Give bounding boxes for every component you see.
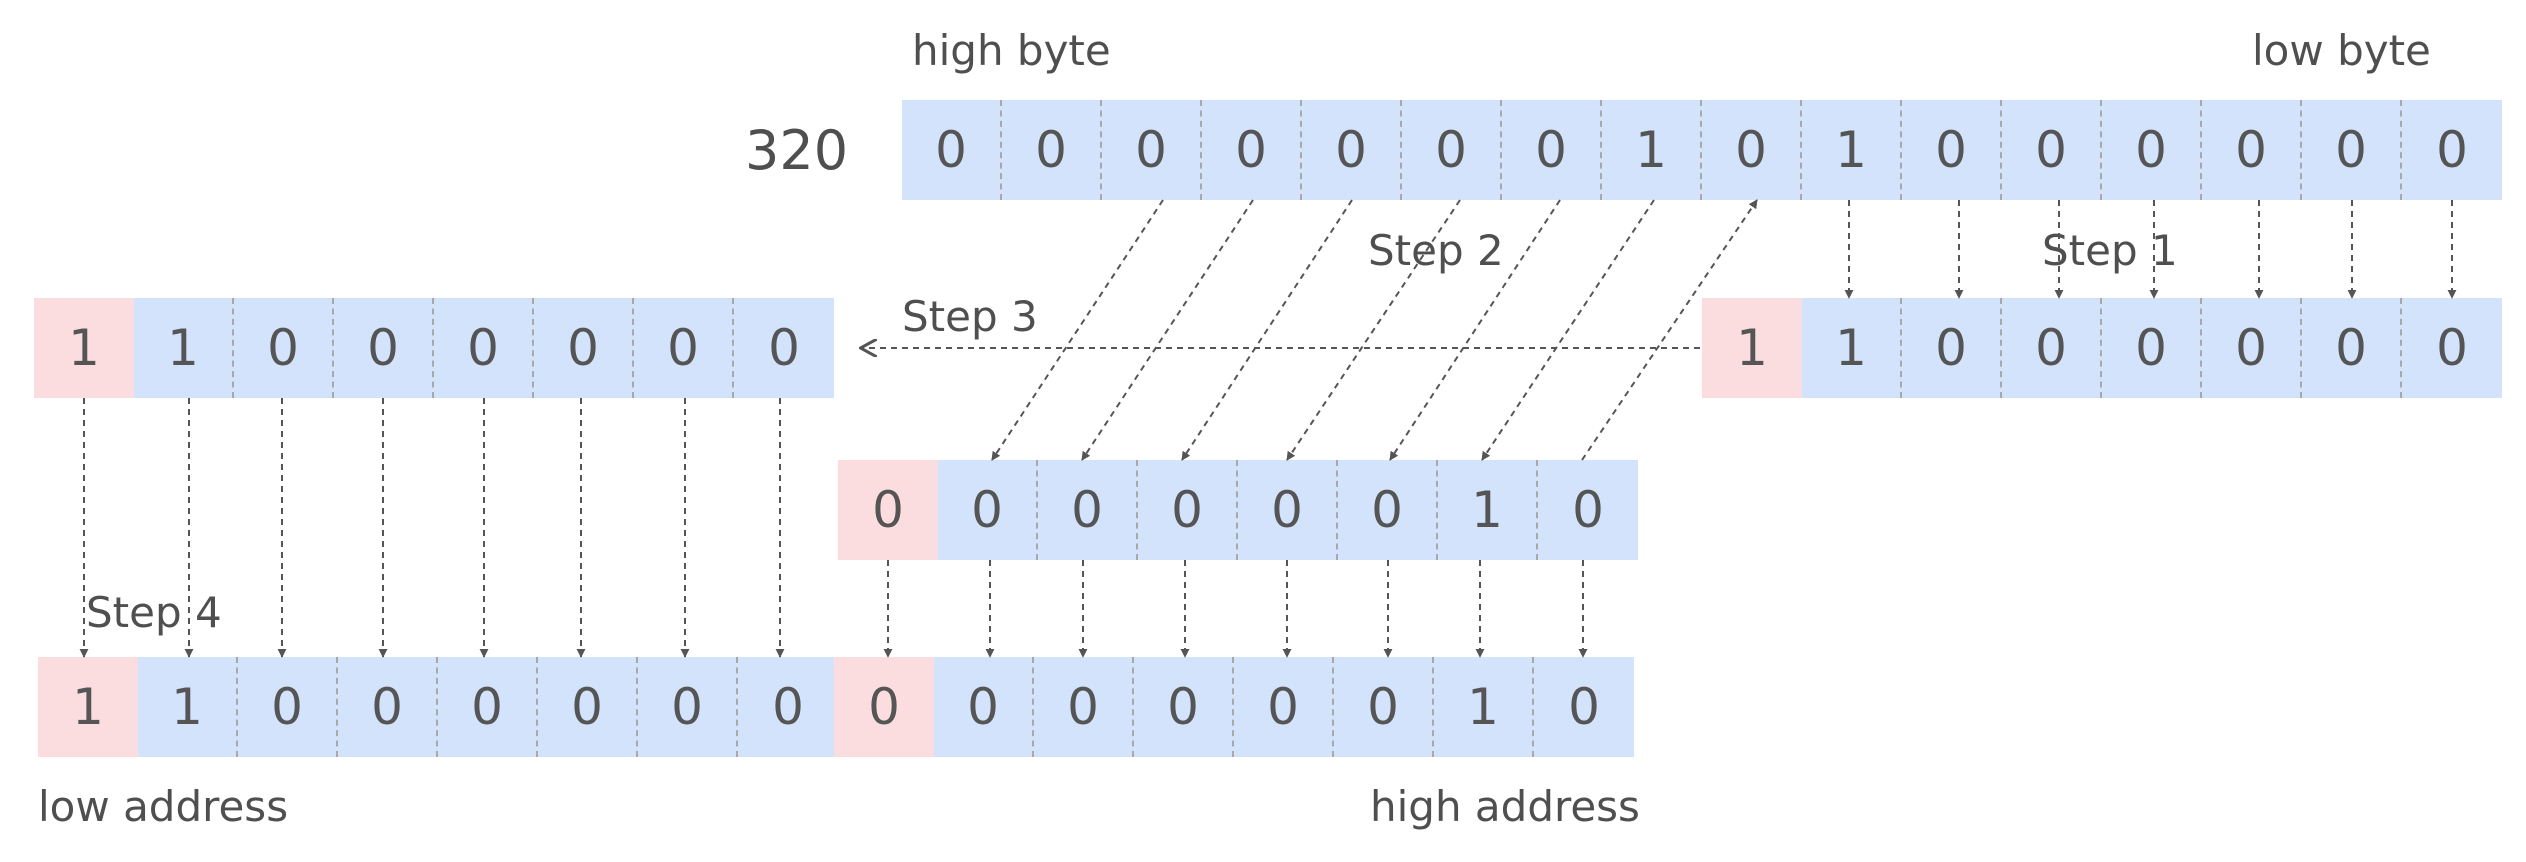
bit-cell: 0 xyxy=(1238,460,1338,560)
bit-cell: 1 xyxy=(1434,657,1534,757)
bit-cell: 0 xyxy=(1702,100,1802,200)
bit-cell: 0 xyxy=(1902,298,2002,398)
dashed-arrow xyxy=(991,199,1164,461)
bit-cell: 0 xyxy=(1402,100,1502,200)
low-address-label: low address xyxy=(38,782,289,831)
dashed-arrow xyxy=(1581,199,1758,461)
bit-cell: 0 xyxy=(934,657,1034,757)
bit-cell: 0 xyxy=(2102,100,2202,200)
bit-cell: 0 xyxy=(338,657,438,757)
step1-label: Step 1 xyxy=(2042,226,2178,275)
bit-cell: 0 xyxy=(1902,100,2002,200)
step3-label: Step 3 xyxy=(902,292,1038,341)
bit-cell: 1 xyxy=(1438,460,1538,560)
bit-cell: 0 xyxy=(1538,460,1638,560)
bit-cell: 1 xyxy=(134,298,234,398)
bit-cell: 0 xyxy=(1302,100,1402,200)
bit-cell: 0 xyxy=(238,657,338,757)
bit-cell: 0 xyxy=(834,657,934,757)
bit-cell: 0 xyxy=(838,460,938,560)
dashed-arrow xyxy=(1481,199,1655,461)
bit-cell: 0 xyxy=(2302,298,2402,398)
bit-cell: 0 xyxy=(1338,460,1438,560)
bit-cell: 0 xyxy=(2202,298,2302,398)
bit-cell: 1 xyxy=(1602,100,1702,200)
bit-cell: 0 xyxy=(2002,100,2102,200)
number-label: 320 xyxy=(745,119,849,182)
arrow-group xyxy=(79,199,2457,658)
bit-cell: 0 xyxy=(534,298,634,398)
bit-cell: 0 xyxy=(938,460,1038,560)
bit-cell: 1 xyxy=(1702,298,1802,398)
bit-cell: 0 xyxy=(1102,100,1202,200)
dashed-arrow xyxy=(1389,199,1561,461)
bit-cell: 0 xyxy=(1134,657,1234,757)
bit-cell: 1 xyxy=(38,657,138,757)
bit-cell: 1 xyxy=(34,298,134,398)
bit-cell: 1 xyxy=(1802,298,1902,398)
bit-cell: 0 xyxy=(334,298,434,398)
bit-cell: 0 xyxy=(1038,460,1138,560)
high-byte-label: high byte xyxy=(912,26,1111,75)
bit-cell: 0 xyxy=(638,657,738,757)
high-address-label: high address xyxy=(1370,782,1640,831)
bit-cell: 0 xyxy=(2402,100,2502,200)
dashed-arrow xyxy=(1181,199,1353,461)
bit-cell: 0 xyxy=(902,100,1002,200)
bit-cell: 0 xyxy=(1502,100,1602,200)
bit-cell: 0 xyxy=(738,657,838,757)
dashed-arrow xyxy=(1286,199,1461,461)
bit-cell: 0 xyxy=(634,298,734,398)
bit-cell: 0 xyxy=(1534,657,1634,757)
bit-cell: 0 xyxy=(1138,460,1238,560)
bit-cell: 0 xyxy=(1334,657,1434,757)
bit-cell: 1 xyxy=(138,657,238,757)
bit-cell: 0 xyxy=(438,657,538,757)
step2-label: Step 2 xyxy=(1368,226,1504,275)
bit-cell: 0 xyxy=(2402,298,2502,398)
bit-cell: 0 xyxy=(2102,298,2202,398)
bit-cell: 0 xyxy=(1002,100,1102,200)
dashed-arrow xyxy=(1081,199,1254,461)
bit-cell: 0 xyxy=(234,298,334,398)
bit-cell: 1 xyxy=(1802,100,1902,200)
low-byte-label: low byte xyxy=(2252,26,2431,75)
bit-cell: 0 xyxy=(1234,657,1334,757)
bit-cell: 0 xyxy=(2002,298,2102,398)
step4-label: Step 4 xyxy=(86,588,222,637)
bit-cell: 0 xyxy=(538,657,638,757)
bit-cell: 0 xyxy=(1034,657,1134,757)
bit-cell: 0 xyxy=(1202,100,1302,200)
bit-cell: 0 xyxy=(434,298,534,398)
bit-cell: 0 xyxy=(2202,100,2302,200)
bit-cell: 0 xyxy=(2302,100,2402,200)
bit-cell: 0 xyxy=(734,298,834,398)
